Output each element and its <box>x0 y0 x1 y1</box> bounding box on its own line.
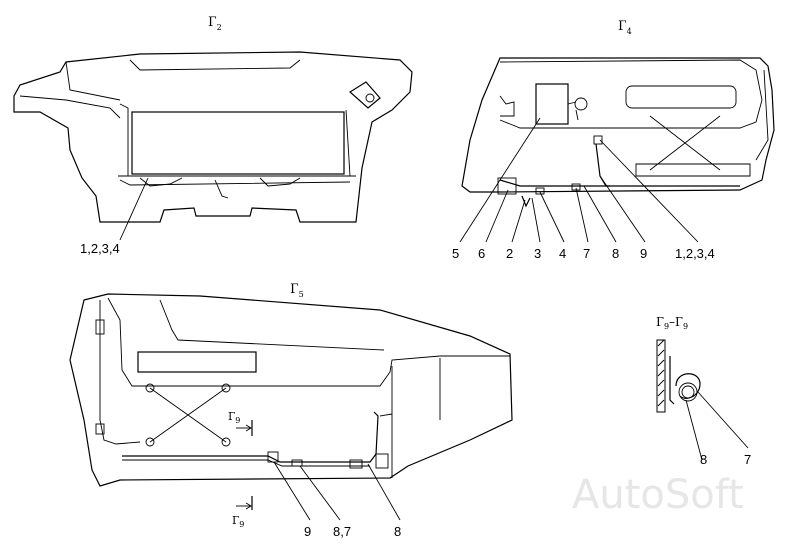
callout-label-7: 7 <box>744 452 751 467</box>
view-g4: Г4 <box>452 19 775 261</box>
view-g5: Г5 Г9 <box>69 282 513 539</box>
view-g2: Г2 1,2,3,4 <box>13 15 413 256</box>
section-g9-g9: Г9–Г9 8 7 <box>656 315 751 467</box>
callout-label-g2: 1,2,3,4 <box>80 241 120 256</box>
svg-text:7: 7 <box>583 246 590 261</box>
svg-text:9: 9 <box>640 246 647 261</box>
svg-text:8,7: 8,7 <box>333 524 351 539</box>
section-marker-top: Г9 <box>228 410 253 436</box>
leader-lines-g5 <box>273 461 401 521</box>
view-g5-title: Г5 <box>290 282 304 299</box>
callout-label-8: 8 <box>700 452 707 467</box>
svg-text:8: 8 <box>612 246 619 261</box>
svg-text:5: 5 <box>452 246 459 261</box>
svg-text:3: 3 <box>534 246 541 261</box>
svg-text:8: 8 <box>394 524 401 539</box>
leader-line-7 <box>697 391 749 449</box>
section-marker-bottom: Г9 <box>232 496 253 529</box>
callout-labels-g5: 9 8,7 8 <box>304 524 401 539</box>
view-g4-title: Г4 <box>618 19 632 36</box>
svg-text:Г9: Г9 <box>232 514 244 529</box>
callout-labels-g4: 5 6 2 3 4 7 8 9 1,2,3,4 <box>452 246 715 261</box>
svg-text:9: 9 <box>304 524 311 539</box>
section-g9-title: Г9–Г9 <box>656 315 688 331</box>
view-g2-title: Г2 <box>208 15 222 32</box>
cab-side-outline-g2 <box>13 51 413 223</box>
leader-line-8 <box>685 399 703 461</box>
svg-text:2: 2 <box>506 246 513 261</box>
svg-text:Г9: Г9 <box>228 410 240 425</box>
cab-side-outline-g4 <box>461 57 775 208</box>
leader-lines-g4 <box>459 117 699 243</box>
cab-side-outline-g5 <box>69 293 513 487</box>
clip-section-drawing <box>656 339 701 413</box>
watermark-logo: AutoSoft <box>572 472 744 518</box>
svg-text:6: 6 <box>478 246 485 261</box>
leader-line-g2 <box>119 177 149 241</box>
svg-text:4: 4 <box>559 246 566 261</box>
svg-text:1,2,3,4: 1,2,3,4 <box>675 246 715 261</box>
